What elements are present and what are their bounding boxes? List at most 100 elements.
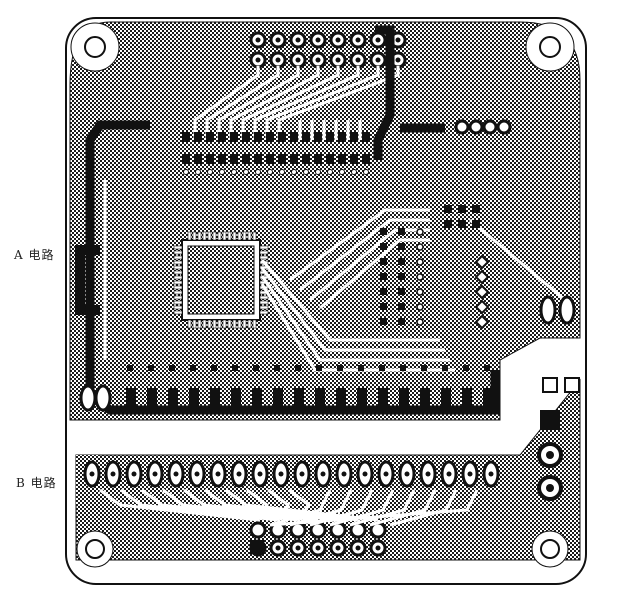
pad-small bbox=[211, 365, 217, 371]
chip-pin bbox=[237, 319, 242, 329]
chip-pin bbox=[212, 319, 217, 329]
resistor-pad bbox=[326, 154, 334, 164]
test-point bbox=[474, 269, 490, 285]
via bbox=[327, 169, 333, 175]
pad bbox=[252, 388, 262, 408]
resistor-pad bbox=[266, 154, 274, 164]
resistor-pad bbox=[326, 132, 334, 142]
chip-pin bbox=[259, 250, 269, 255]
chip-pin bbox=[259, 310, 269, 315]
via bbox=[315, 169, 321, 175]
pad-hole bbox=[131, 471, 137, 477]
chip-pin bbox=[192, 231, 197, 241]
fanout-trace bbox=[253, 66, 360, 140]
pad bbox=[210, 388, 220, 408]
chip-pin bbox=[237, 231, 242, 241]
chip-pin bbox=[212, 231, 217, 241]
pad-hole bbox=[194, 471, 200, 477]
fanout-trace bbox=[277, 66, 400, 140]
header-pin-hole bbox=[395, 57, 401, 63]
pad-small bbox=[463, 365, 469, 371]
via bbox=[339, 169, 345, 175]
chip-pin bbox=[227, 231, 232, 241]
resistor-pad bbox=[362, 154, 370, 164]
chip-pin bbox=[252, 231, 257, 241]
resistor-pad bbox=[254, 154, 262, 164]
via bbox=[207, 169, 213, 175]
via bbox=[291, 169, 297, 175]
resistor-pad bbox=[314, 132, 322, 142]
test-point bbox=[474, 299, 490, 315]
chip-pin bbox=[173, 260, 183, 265]
pad-small bbox=[190, 365, 196, 371]
via bbox=[255, 169, 261, 175]
via bbox=[267, 169, 273, 175]
trace bbox=[369, 489, 437, 527]
chip-pin bbox=[173, 250, 183, 255]
pad-hole bbox=[362, 471, 368, 477]
header-fanout-traces bbox=[193, 66, 400, 140]
chip-pin bbox=[247, 231, 252, 241]
resistor-pad bbox=[254, 132, 262, 142]
chip-pin bbox=[259, 255, 269, 260]
header-pin-hole bbox=[315, 37, 321, 43]
resistor-pad bbox=[350, 132, 358, 142]
pad bbox=[231, 388, 241, 408]
resistor-pad bbox=[350, 154, 358, 164]
pad bbox=[336, 388, 346, 408]
pad bbox=[294, 388, 304, 408]
chip-pin bbox=[173, 275, 183, 280]
bottom-header-connector bbox=[249, 521, 387, 557]
chip-pin bbox=[173, 300, 183, 305]
pad-hole bbox=[278, 471, 284, 477]
chip-pin bbox=[232, 231, 237, 241]
chip-pin bbox=[187, 319, 192, 329]
chip-pin bbox=[197, 319, 202, 329]
smd-pad bbox=[380, 243, 387, 250]
oval-pad bbox=[94, 384, 112, 412]
header-pin-hole bbox=[375, 57, 381, 63]
pad bbox=[126, 388, 136, 408]
pad bbox=[315, 388, 325, 408]
resistor-pad bbox=[338, 132, 346, 142]
chip-pin bbox=[242, 319, 247, 329]
resistor-pad bbox=[290, 154, 298, 164]
pad bbox=[273, 388, 283, 408]
resistor-pad bbox=[290, 132, 298, 142]
smd-pad bbox=[398, 273, 405, 280]
chip-pin bbox=[252, 319, 257, 329]
trace bbox=[141, 488, 299, 522]
pad-hole bbox=[446, 471, 452, 477]
chip-pin bbox=[207, 231, 212, 241]
via bbox=[416, 288, 424, 296]
pad bbox=[441, 388, 451, 408]
pad-small bbox=[442, 365, 448, 371]
header-pin-hole bbox=[315, 545, 321, 551]
fanout-trace bbox=[205, 66, 280, 140]
microcontroller-chip bbox=[181, 239, 261, 321]
pad bbox=[357, 388, 367, 408]
fanout-trace bbox=[229, 66, 320, 140]
power-traces bbox=[373, 25, 445, 160]
right-component-column bbox=[380, 205, 480, 326]
trace bbox=[349, 489, 416, 527]
chip-pin bbox=[217, 319, 222, 329]
smd-pad bbox=[458, 205, 466, 213]
right-oval-pads bbox=[539, 295, 576, 325]
connector-pin bbox=[468, 119, 484, 135]
via bbox=[416, 243, 424, 251]
header-pin-hole bbox=[295, 37, 301, 43]
via bbox=[363, 169, 369, 175]
header-pin-hole bbox=[375, 545, 381, 551]
trace bbox=[162, 488, 319, 522]
chip-pin bbox=[173, 270, 183, 275]
resistor-pad bbox=[206, 154, 214, 164]
connector-pin bbox=[454, 119, 470, 135]
smd-pad bbox=[380, 228, 387, 235]
trace bbox=[269, 489, 479, 527]
pad bbox=[483, 388, 493, 408]
pad-hole bbox=[236, 471, 242, 477]
circuit-b-pad-row bbox=[83, 460, 500, 488]
trace bbox=[246, 488, 269, 521]
via bbox=[183, 169, 189, 175]
